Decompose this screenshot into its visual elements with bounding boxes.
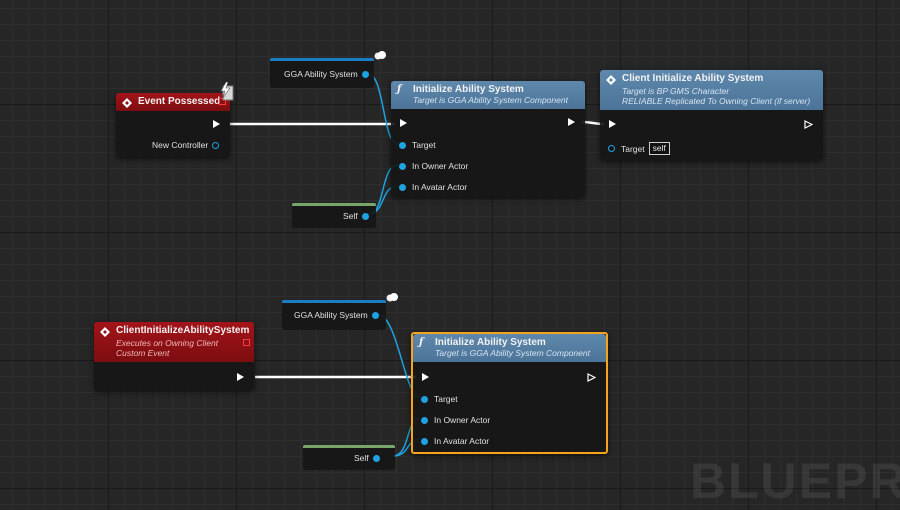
server-only-icon — [220, 82, 234, 101]
custom-event-delegate-pin[interactable] — [243, 339, 250, 346]
init-in-avatar-actor-pin-2[interactable]: In Avatar Actor — [421, 436, 489, 446]
init-exec-out[interactable] — [568, 118, 575, 126]
custom-event-subtitle-type: Custom Event — [116, 348, 170, 358]
init-exec-in[interactable] — [400, 119, 407, 127]
function-f-icon: ƒ — [397, 84, 402, 95]
custom-event-node[interactable]: ClientInitializeAbilitySystem Executes o… — [94, 322, 254, 390]
client-init-target-label: Target — [621, 143, 645, 154]
init-in-avatar-actor-label-2: In Avatar Actor — [434, 436, 490, 446]
self-output[interactable]: Self — [343, 211, 369, 221]
client-init-exec-out[interactable] — [804, 120, 813, 129]
init-in-owner-actor-label-2: In Owner Actor — [434, 415, 491, 425]
event-diamond-icon — [100, 327, 110, 337]
init-exec-out-2[interactable] — [587, 373, 596, 382]
client-initialize-subtitle-replication: RELIABLE Replicated To Owning Client (if… — [622, 96, 811, 106]
client-init-exec-in[interactable] — [609, 120, 616, 128]
client-initialize-ability-system-node[interactable]: Client Initialize Ability System Target … — [600, 70, 823, 160]
self-variable-2[interactable]: Self — [303, 445, 395, 470]
initialize-ability-system-node[interactable]: ƒ Initialize Ability System Target is GG… — [391, 81, 585, 197]
initialize-ability-system-title-2: Initialize Ability System — [435, 337, 546, 348]
client-initialize-header: Client Initialize Ability System Target … — [600, 70, 823, 110]
custom-event-subtitle-exec: Executes on Owning Client — [116, 338, 219, 348]
initialize-ability-system-node-selected[interactable]: ƒ Initialize Ability System Target is GG… — [411, 332, 608, 454]
gga-ability-system-label: GGA Ability System — [284, 69, 358, 79]
function-f-icon: ƒ — [419, 337, 424, 348]
init-in-owner-actor-label: In Owner Actor — [412, 161, 469, 171]
initialize-ability-system-title: Initialize Ability System — [413, 84, 524, 95]
init-in-owner-actor-pin[interactable]: In Owner Actor — [399, 161, 468, 171]
self-output-2[interactable]: Self — [354, 453, 380, 463]
init-target-pin[interactable]: Target — [399, 140, 436, 150]
init-target-label-2: Target — [434, 394, 458, 404]
gga-ability-system-variable-2[interactable]: GGA Ability System — [282, 300, 386, 330]
new-controller-pin[interactable]: New Controller — [152, 140, 220, 150]
custom-event-header: ClientInitializeAbilitySystem Executes o… — [94, 322, 254, 362]
client-initialize-title: Client Initialize Ability System — [622, 73, 764, 84]
event-possessed-title: Event Possessed — [138, 96, 221, 107]
gga-ability-system-label-2: GGA Ability System — [294, 310, 368, 320]
self-label: Self — [343, 211, 358, 221]
event-diamond-icon — [606, 75, 616, 85]
init-target-label: Target — [412, 140, 436, 150]
gga-ability-system-output[interactable]: GGA Ability System — [284, 69, 369, 79]
initialize-ability-system-header-2: ƒ Initialize Ability System Target is GG… — [413, 334, 606, 362]
event-possessed-exec-out[interactable] — [213, 120, 220, 128]
init-target-pin-2[interactable]: Target — [421, 394, 458, 404]
client-init-target-pin[interactable]: Target self — [608, 142, 670, 155]
event-possessed-header: Event Possessed — [116, 93, 230, 111]
init-in-owner-actor-pin-2[interactable]: In Owner Actor — [421, 415, 490, 425]
init-exec-in-2[interactable] — [422, 373, 429, 381]
new-controller-label: New Controller — [152, 140, 209, 150]
self-label-2: Self — [354, 453, 369, 463]
initialize-ability-system-subtitle: Target is GGA Ability System Component — [413, 95, 568, 105]
blueprint-watermark: BLUEPRI — [690, 453, 900, 509]
gga-ability-system-output-2[interactable]: GGA Ability System — [294, 310, 379, 320]
custom-event-exec-out[interactable] — [237, 373, 244, 381]
client-initialize-subtitle-target: Target is BP GMS Character — [622, 86, 730, 96]
initialize-ability-system-header: ƒ Initialize Ability System Target is GG… — [391, 81, 585, 109]
self-variable[interactable]: Self — [292, 203, 376, 228]
replicated-cloud-icon — [386, 293, 398, 302]
custom-event-title: ClientInitializeAbilitySystem — [116, 325, 250, 336]
init-in-avatar-actor-pin[interactable]: In Avatar Actor — [399, 182, 467, 192]
event-possessed-node[interactable]: Event Possessed New Controller — [116, 93, 230, 157]
gga-ability-system-variable[interactable]: GGA Ability System — [270, 58, 374, 88]
client-init-target-value[interactable]: self — [648, 142, 670, 155]
init-in-avatar-actor-label: In Avatar Actor — [412, 182, 468, 192]
initialize-ability-system-subtitle-2: Target is GGA Ability System Component — [435, 348, 590, 358]
replicated-cloud-icon — [374, 51, 386, 60]
event-diamond-icon — [122, 98, 132, 108]
